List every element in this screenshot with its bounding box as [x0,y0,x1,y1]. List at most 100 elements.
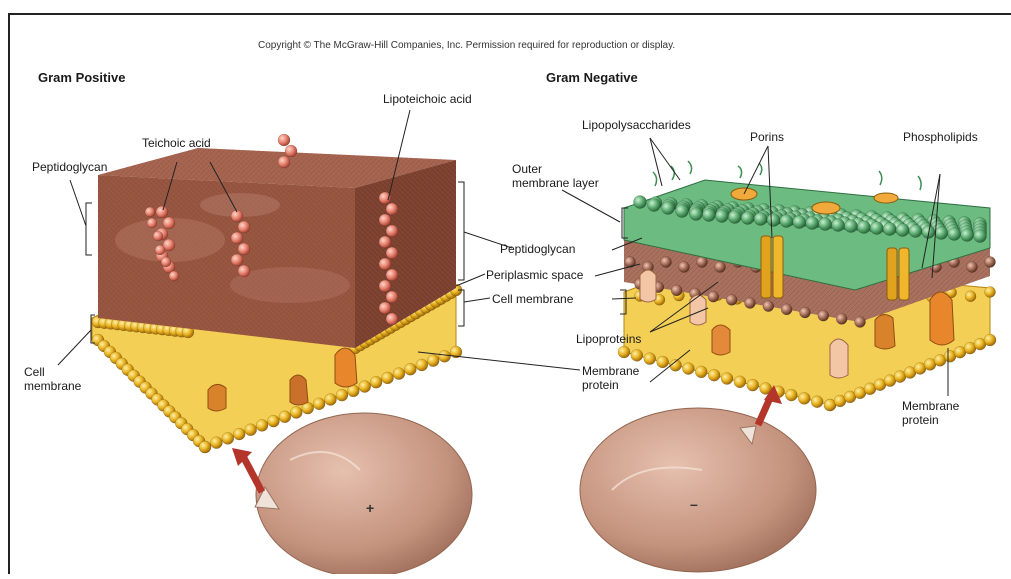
membrane-bead [427,355,439,367]
lps-bead [896,224,909,237]
teichoic-bead [278,156,290,168]
membrane-bead [644,353,656,365]
gp-cell-sign: + [366,500,374,516]
lps-bead [948,228,961,241]
lps-bead [662,202,675,215]
teichoic-bead [161,257,171,267]
teichoic-bead [155,245,165,255]
membrane-bead [798,392,810,404]
gp-cell [255,413,472,574]
teichoic-bead [238,221,250,233]
lps-bead [702,209,715,222]
membrane-bead [279,411,291,423]
lps-bead [728,211,741,224]
gn-phospholipids-label: Phospholipids [903,130,978,144]
membrane-bead [618,346,630,358]
gp-arrow [232,448,262,492]
gn-lipopolysaccharides-label: Lipopolysaccharides [582,118,691,132]
teichoic-bead [379,214,391,226]
membrane-bead [785,389,797,401]
membrane-bead [416,359,428,371]
membrane-bead [631,349,643,361]
lps-bead [715,210,728,223]
periplasm-bead [715,262,726,273]
membrane-bead [267,415,279,427]
lps-bead [844,220,857,233]
membrane-bead [245,424,257,436]
periplasm-bead [679,262,690,273]
gram-negative-title: Gram Negative [546,70,638,85]
teichoic-bead [238,265,250,277]
teichoic-bead [386,291,398,303]
teichoic-bead [379,258,391,270]
periplasm-bead [855,317,866,328]
teichoic-bead [278,134,290,146]
teichoic-bead [386,313,398,325]
gn-membrane-protein-label: Membrane protein [902,399,959,427]
teichoic-bead [379,302,391,314]
membrane-bead [985,287,996,298]
membrane-bead [695,366,707,378]
membrane-bead [708,369,720,381]
periplasm-bead [836,313,847,324]
periplasm-bead [671,285,682,296]
lps-bead [780,215,793,228]
membrane-bead [682,363,694,375]
teichoic-bead [285,145,297,157]
center-cell-membrane-label: Cell membrane [492,292,573,306]
membrane-bead [313,398,325,410]
center-peptidoglycan-label: Peptidoglycan [500,242,575,256]
lps-bead [754,213,767,226]
periplasm-bead [763,301,774,312]
periplasm-bead [967,262,978,273]
membrane-bead [811,396,823,408]
gram-positive-title: Gram Positive [38,70,125,85]
membrane-bead [210,437,222,449]
membrane-bead [336,389,348,401]
copyright-notice: Copyright © The McGraw-Hill Companies, I… [258,40,675,51]
membrane-bead [199,441,211,453]
membrane-bead [439,350,451,362]
teichoic-bead [386,225,398,237]
lps-bead [634,196,647,209]
teichoic-bead [238,243,250,255]
teichoic-bead [379,280,391,292]
teichoic-bead [156,206,168,218]
lps-bead [935,227,948,240]
gn-cell [580,408,816,572]
periplasm-bead [708,291,719,302]
gn-cell-sign: – [690,496,698,512]
membrane-bead [984,334,996,346]
gn-lipoproteins-label: Lipoproteins [576,332,641,346]
gp-cell-membrane-label: Cell membrane [24,365,81,393]
periplasm-bead [800,307,811,318]
lps-bead [767,214,780,227]
teichoic-bead [147,218,157,228]
lps-bead [806,217,819,230]
lps-bead [857,221,870,234]
lps-bead [819,218,832,231]
lps-bead [974,230,987,243]
periplasm-bead [745,298,756,309]
membrane-bead [290,406,302,418]
membrane-bead [382,372,394,384]
teichoic-bead [169,271,179,281]
periplasm-bead [661,257,672,268]
teichoic-bead [386,247,398,259]
lps-bead [648,199,661,212]
teichoic-bead [379,236,391,248]
lps-bead [883,223,896,236]
membrane-bead [721,373,733,385]
periplasm-bead [726,294,737,305]
lps-bead [793,216,806,229]
lps-bead [741,212,754,225]
teichoic-bead [231,232,243,244]
teichoic-bead [231,254,243,266]
membrane-bead [370,376,382,388]
lps-bead [676,205,689,218]
membrane-bead [233,428,245,440]
teichoic-bead [386,269,398,281]
lps-bead [961,229,974,242]
